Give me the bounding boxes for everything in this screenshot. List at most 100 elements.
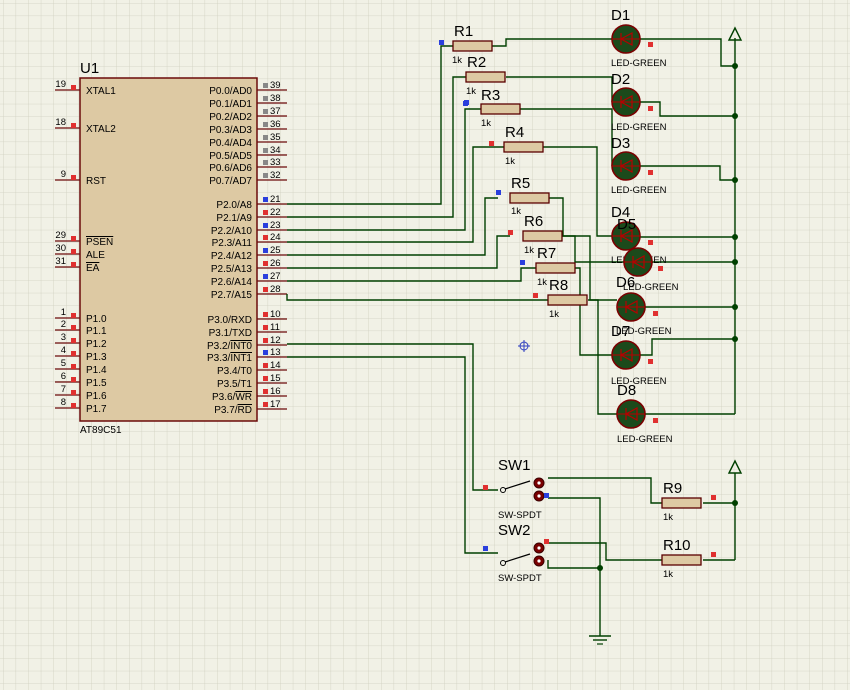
mcu-pin-name: XTAL1	[86, 86, 116, 97]
pin-marker	[263, 363, 268, 368]
switch-pivot	[500, 560, 506, 566]
pin-marker	[71, 85, 76, 90]
switch-lever[interactable]	[504, 480, 531, 490]
pin-marker	[711, 552, 716, 557]
led-ref: D4	[611, 204, 630, 221]
resistor-body[interactable]	[661, 554, 702, 566]
pin-marker	[71, 338, 76, 343]
pin-marker	[648, 42, 653, 47]
resistor-ref: R8	[549, 277, 568, 294]
resistor-body[interactable]	[452, 40, 493, 52]
mcu-pin-number: 17	[270, 399, 281, 410]
mcu-pin-number: 10	[270, 309, 281, 320]
pin-marker	[263, 173, 268, 178]
wire	[287, 76, 466, 218]
wire	[640, 165, 735, 181]
wire	[286, 294, 548, 301]
resistor-value: 1k	[663, 569, 673, 580]
mcu-u1[interactable]: U1 AT89C51 19XTAL118XTAL29RST29PSEN30ALE…	[55, 60, 287, 436]
mcu-pin-name: P2.1/A9	[216, 213, 252, 224]
mcu-pin-number: 36	[270, 119, 281, 130]
mcu-pin-name: P3.4/T0	[217, 366, 252, 377]
pin-marker	[463, 101, 468, 106]
pin-marker	[263, 210, 268, 215]
pin-marker	[648, 170, 653, 175]
resistor-body[interactable]	[547, 294, 588, 306]
wire	[548, 477, 662, 504]
resistor-body[interactable]	[535, 262, 576, 274]
mcu-pin-number: 13	[270, 347, 281, 358]
mcu-pin-name: P0.7/AD7	[209, 176, 252, 187]
mcu-pin-number: 7	[61, 384, 66, 395]
wire	[640, 101, 735, 117]
pin-marker	[489, 141, 494, 146]
junction-dot	[732, 234, 738, 240]
resistor-body[interactable]	[509, 192, 550, 204]
switch-lever[interactable]	[504, 553, 531, 563]
pin-marker	[483, 546, 488, 551]
mcu-pin-number: 31	[55, 256, 66, 267]
resistor-body[interactable]	[465, 71, 506, 83]
mcu-pin-name: P0.1/AD1	[209, 99, 252, 110]
pin-marker	[263, 325, 268, 330]
mcu-pin-number: 24	[270, 232, 281, 243]
switch-contact-dot	[537, 559, 541, 563]
junction-dot	[732, 177, 738, 183]
resistor-body[interactable]	[480, 103, 521, 115]
pin-marker	[263, 122, 268, 127]
mcu-pin-name: P1.4	[86, 365, 107, 376]
pin-marker	[653, 311, 658, 316]
mcu-pin-number: 38	[270, 93, 281, 104]
pin-marker	[508, 230, 513, 235]
led-ref: D2	[611, 71, 630, 88]
switch-type: SW-SPDT	[498, 510, 542, 521]
mcu-pin-name: P3.2/INT0	[207, 341, 252, 352]
switch-pivot	[500, 487, 506, 493]
resistor-value: 1k	[505, 156, 515, 167]
resistor-r8[interactable]: R8 1k	[533, 277, 588, 320]
resistor-body[interactable]	[661, 497, 702, 509]
junction-dot	[597, 565, 603, 571]
mcu-pin-name: P2.5/A13	[211, 264, 253, 275]
pin-marker	[71, 236, 76, 241]
wire	[640, 338, 735, 356]
mcu-pin-name: XTAL2	[86, 124, 116, 135]
led-type: LED-GREEN	[617, 434, 673, 445]
resistor-value: 1k	[549, 309, 559, 320]
mcu-pin-name: P1.2	[86, 339, 107, 350]
led-ref: D1	[611, 7, 630, 24]
mcu-pin-name: P0.2/AD2	[209, 112, 252, 123]
wire	[287, 235, 510, 269]
mcu-pin-number: 23	[270, 220, 281, 231]
pin-marker	[483, 485, 488, 490]
resistor-body[interactable]	[503, 141, 544, 153]
junction-dot	[732, 113, 738, 119]
resistor-body[interactable]	[522, 230, 563, 242]
mcu-pin-name: P1.1	[86, 326, 107, 337]
wire	[287, 45, 453, 205]
pin-marker	[520, 260, 525, 265]
junction-dot	[732, 259, 738, 265]
mcu-pin-number: 32	[270, 170, 281, 181]
mcu-pin-number: 5	[61, 358, 66, 369]
